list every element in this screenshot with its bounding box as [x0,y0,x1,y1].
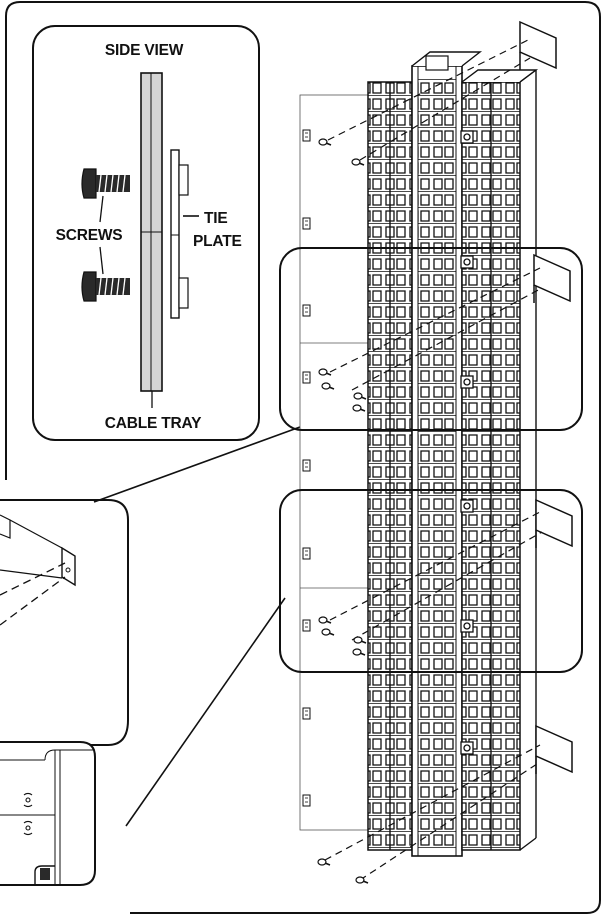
cable-tray-label: CABLE TRAY [105,415,202,432]
callout-pointer-1 [93,426,301,503]
highlight-box-lower [279,489,583,673]
alignment-lines [324,39,543,881]
lower-screw [81,271,130,302]
mounting-brackets [519,20,573,774]
base-detail-callout [0,741,96,886]
tie-plate [170,149,189,319]
tie-label: TIE [204,210,228,227]
outer-frame-left [5,1,21,480]
outer-frame [20,1,601,914]
side-view-inset: SIDE VIEW SCREWS TIE PLATE CABLE TRAY [32,25,260,441]
vertical-cable-manager [299,51,539,857]
loose-screws [317,138,369,884]
highlight-box-upper [279,247,583,431]
plate-label: PLATE [193,233,242,250]
bracket-detail-callout [0,499,129,746]
callout-pointer-2 [125,597,286,827]
upper-screw [81,168,130,199]
screws-label: SCREWS [56,227,123,244]
side-view-title: SIDE VIEW [105,42,184,59]
